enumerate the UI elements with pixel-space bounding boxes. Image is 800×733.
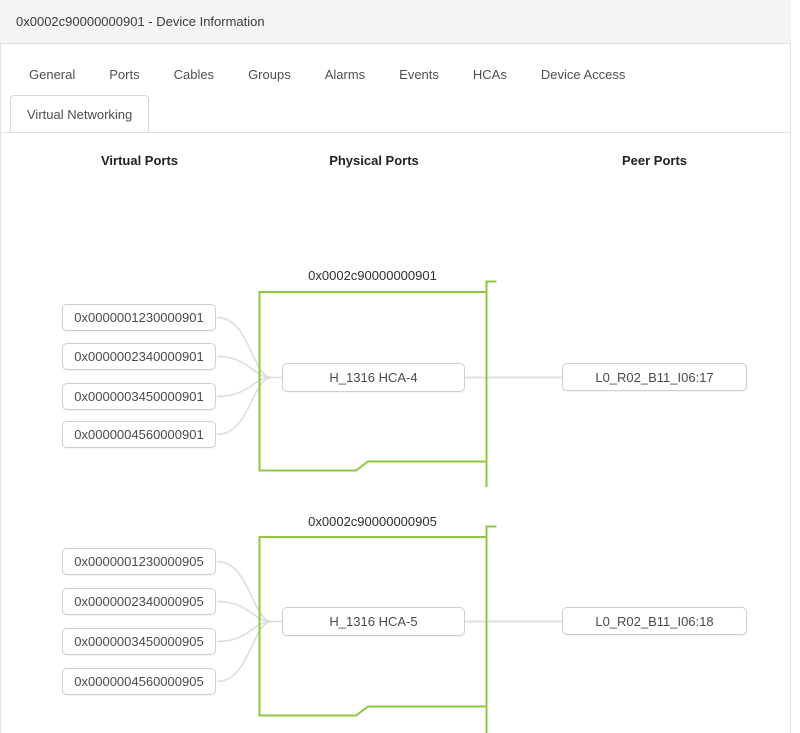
device-guid-label: 0x0002c90000000901 [308, 268, 437, 283]
tab-hcas[interactable]: HCAs [472, 67, 507, 82]
device-outline [258, 280, 497, 487]
virtual-port-connector-line [216, 620, 273, 643]
virtual-port-box[interactable]: 0x0000004560000901 [62, 421, 216, 448]
tab-events[interactable]: Events [399, 67, 439, 82]
tab-groups[interactable]: Groups [248, 67, 291, 82]
column-header-virtual-ports: Virtual Ports [100, 153, 179, 168]
device-outline-rail [485, 280, 497, 487]
tab-device-access[interactable]: Device Access [540, 67, 626, 82]
virtual-port-box[interactable]: 0x0000002340000905 [62, 588, 216, 615]
tab-cables[interactable]: Cables [173, 67, 215, 82]
tab-bar: General Ports Cables Groups Alarms Event… [12, 60, 642, 90]
physical-port-box[interactable]: H_1316 HCA-4 [282, 363, 465, 392]
virtual-port-connector-line [216, 316, 273, 379]
virtual-port-box[interactable]: 0x0000003450000905 [62, 628, 216, 655]
virtual-port-box[interactable]: 0x0000003450000901 [62, 383, 216, 410]
dialog-title: 0x0002c90000000901 - Device Information [16, 14, 265, 29]
tab-alarms[interactable]: Alarms [324, 67, 366, 82]
device-outline-body [258, 536, 487, 717]
virtual-port-connector-line [216, 620, 273, 683]
column-header-peer-ports: Peer Ports [621, 153, 688, 168]
tab-ports[interactable]: Ports [109, 67, 140, 82]
virtual-port-box[interactable]: 0x0000004560000905 [62, 668, 216, 695]
device-outline-rail [485, 525, 497, 733]
virtual-port-box[interactable]: 0x0000001230000901 [62, 304, 216, 331]
column-header-physical-ports: Physical Ports [329, 153, 419, 168]
virtual-port-box[interactable]: 0x0000001230000905 [62, 548, 216, 575]
physical-port-box[interactable]: H_1316 HCA-5 [282, 607, 465, 636]
virtual-port-connector-line [216, 355, 273, 379]
tab-general[interactable]: General [29, 67, 76, 82]
tabs-divider [1, 132, 790, 133]
device-guid-label: 0x0002c90000000905 [308, 514, 437, 529]
virtual-port-connector-lines [216, 560, 282, 683]
virtual-port-connector-lines [216, 316, 282, 436]
virtual-port-connector-line [216, 376, 273, 436]
peer-port-box[interactable]: L0_R02_B11_I06:18 [562, 607, 747, 635]
dialog-titlebar: 0x0002c90000000901 - Device Information [0, 0, 791, 44]
tab-virtual-networking[interactable]: Virtual Networking [10, 95, 150, 132]
virtual-port-connector-line [216, 600, 273, 623]
tab-virtual-networking-label: Virtual Networking [27, 106, 133, 122]
virtual-port-box[interactable]: 0x0000002340000901 [62, 343, 216, 370]
peer-port-box[interactable]: L0_R02_B11_I06:17 [562, 363, 747, 391]
device-outline-body [258, 291, 487, 472]
device-outline [258, 525, 497, 733]
virtual-port-connector-line [216, 560, 273, 623]
